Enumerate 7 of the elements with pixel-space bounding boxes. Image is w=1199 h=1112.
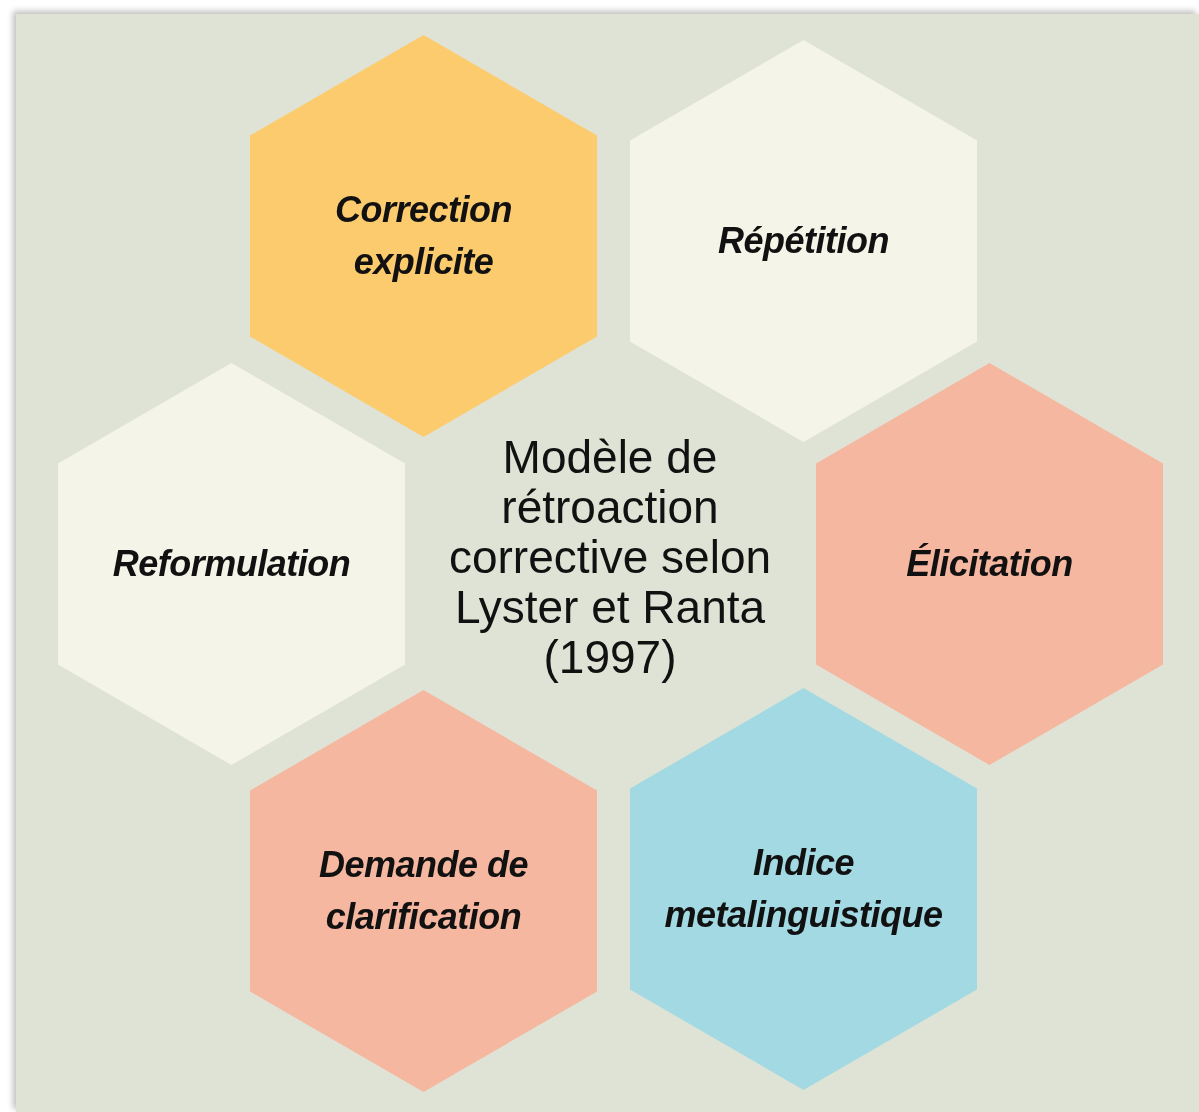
tile-label: Correction explicite <box>334 188 513 284</box>
title: Modèle de rétroaction corrective selon Lyster et Ranta (1997) <box>447 432 773 682</box>
tile-label: Indice metalinguistique <box>663 841 944 937</box>
tile-label: Élicitation <box>906 542 1073 586</box>
tile-label: Demande de clarification <box>317 843 530 939</box>
tile-label: Répétition <box>718 219 889 263</box>
tile-label: Reformulation <box>112 542 351 586</box>
